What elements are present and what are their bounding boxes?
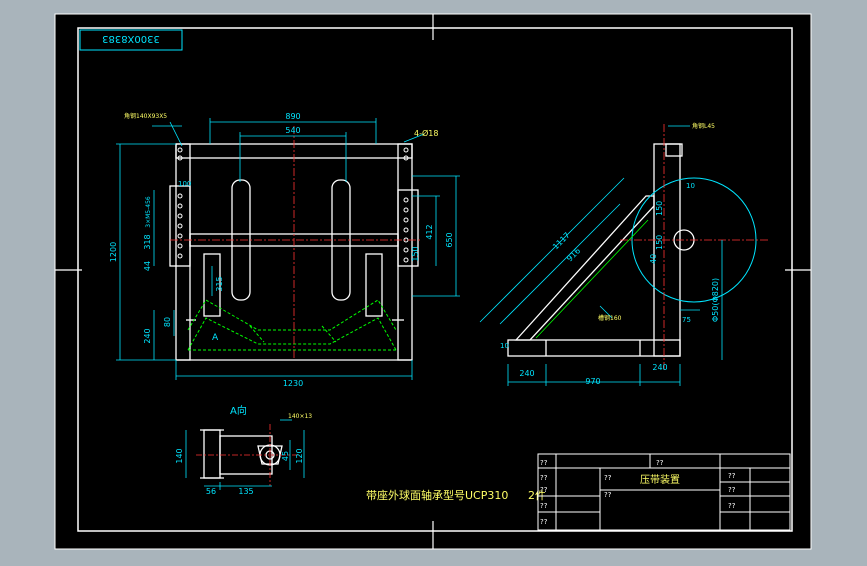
drawing-number-box: 3300X8383	[79, 29, 183, 51]
dim-150a: 150	[655, 201, 664, 216]
detail-view-a: A向 140×13 140 45 120 56	[175, 404, 312, 496]
side-top-plate	[665, 143, 683, 157]
tb-q4: ??	[604, 474, 612, 482]
dim-315: 315	[215, 276, 224, 291]
label-angle-top: 角钢L45	[692, 122, 715, 130]
dim-1230: 1230	[283, 379, 303, 388]
bearing-left	[203, 253, 221, 317]
tb-q1: ??	[540, 459, 548, 467]
dim-540: 540	[285, 126, 300, 135]
dim-150: 150	[411, 246, 420, 261]
title-block	[537, 453, 791, 531]
right-column-outer	[397, 189, 419, 267]
tb-q6: ??	[728, 486, 736, 494]
tb-q11: ??	[728, 502, 736, 510]
drawing-frame	[77, 27, 793, 532]
side-gusset	[514, 195, 655, 341]
dim-890: 890	[285, 112, 300, 121]
dim-10: 10	[686, 182, 695, 190]
tb-q8: ??	[604, 491, 612, 499]
bearing-note: 带座外球面轴承型号UCP310	[366, 488, 508, 502]
center-lines	[170, 126, 422, 360]
dim-240b: 240	[652, 363, 667, 372]
dim-40: 40	[649, 254, 658, 264]
tb-q3: ??	[540, 474, 548, 482]
side-base	[507, 339, 681, 357]
dim-45: 45	[281, 451, 290, 461]
drawing-number: 3300X8383	[102, 33, 160, 44]
drawing-sheet	[54, 13, 812, 550]
column-holes	[177, 147, 409, 263]
left-column-outer	[169, 185, 191, 267]
detail-title: A向	[230, 404, 247, 417]
label-brace: 槽钢160	[598, 314, 622, 322]
dim-44: 44	[143, 261, 152, 271]
side-view: 角钢L45 10 1117 916 150 150 40 75 Φ50(Φ820…	[479, 122, 770, 386]
dim-970: 970	[585, 377, 600, 386]
dim-slot: 3×M5-456	[145, 196, 152, 228]
dim-318: 318	[143, 234, 152, 249]
dim-80: 80	[163, 317, 172, 327]
dim-holes: 4-Ø18	[414, 128, 438, 138]
dim-650: 650	[445, 232, 454, 247]
front-view: 890 540 4-Ø18 角钢140X93X5 1230 100 1200 3…	[109, 112, 460, 388]
dim-240a: 240	[519, 369, 534, 378]
view-mark-a: A	[212, 333, 219, 343]
dim-240: 240	[143, 328, 152, 343]
title-block-drawing-name: 压带装置	[640, 473, 680, 486]
dim-120: 120	[295, 448, 304, 463]
dim-1200: 1200	[109, 242, 118, 262]
label-angle-steel: 角钢140X93X5	[124, 112, 167, 120]
dim-56: 56	[206, 487, 216, 496]
bearing-right	[365, 253, 383, 317]
dim-100: 100	[178, 180, 191, 188]
tb-q2: ??	[656, 459, 664, 467]
dim-135: 135	[238, 487, 253, 496]
tb-q5: ??	[728, 472, 736, 480]
tb-q7: ??	[540, 486, 548, 494]
dim-150b: 150	[655, 235, 664, 250]
dim-75: 75	[682, 316, 691, 324]
dim-plate: 140×13	[288, 413, 312, 420]
frame-center-marks	[55, 14, 811, 549]
dim-10b: 10	[500, 342, 509, 350]
bearing-note-qty: 2件	[528, 489, 546, 502]
tb-q9: ??	[540, 502, 548, 510]
dim-850: Φ50(Φ820)	[711, 278, 720, 322]
dim-412: 412	[425, 224, 434, 239]
dim-140: 140	[175, 448, 184, 463]
tb-q10: ??	[540, 518, 548, 526]
